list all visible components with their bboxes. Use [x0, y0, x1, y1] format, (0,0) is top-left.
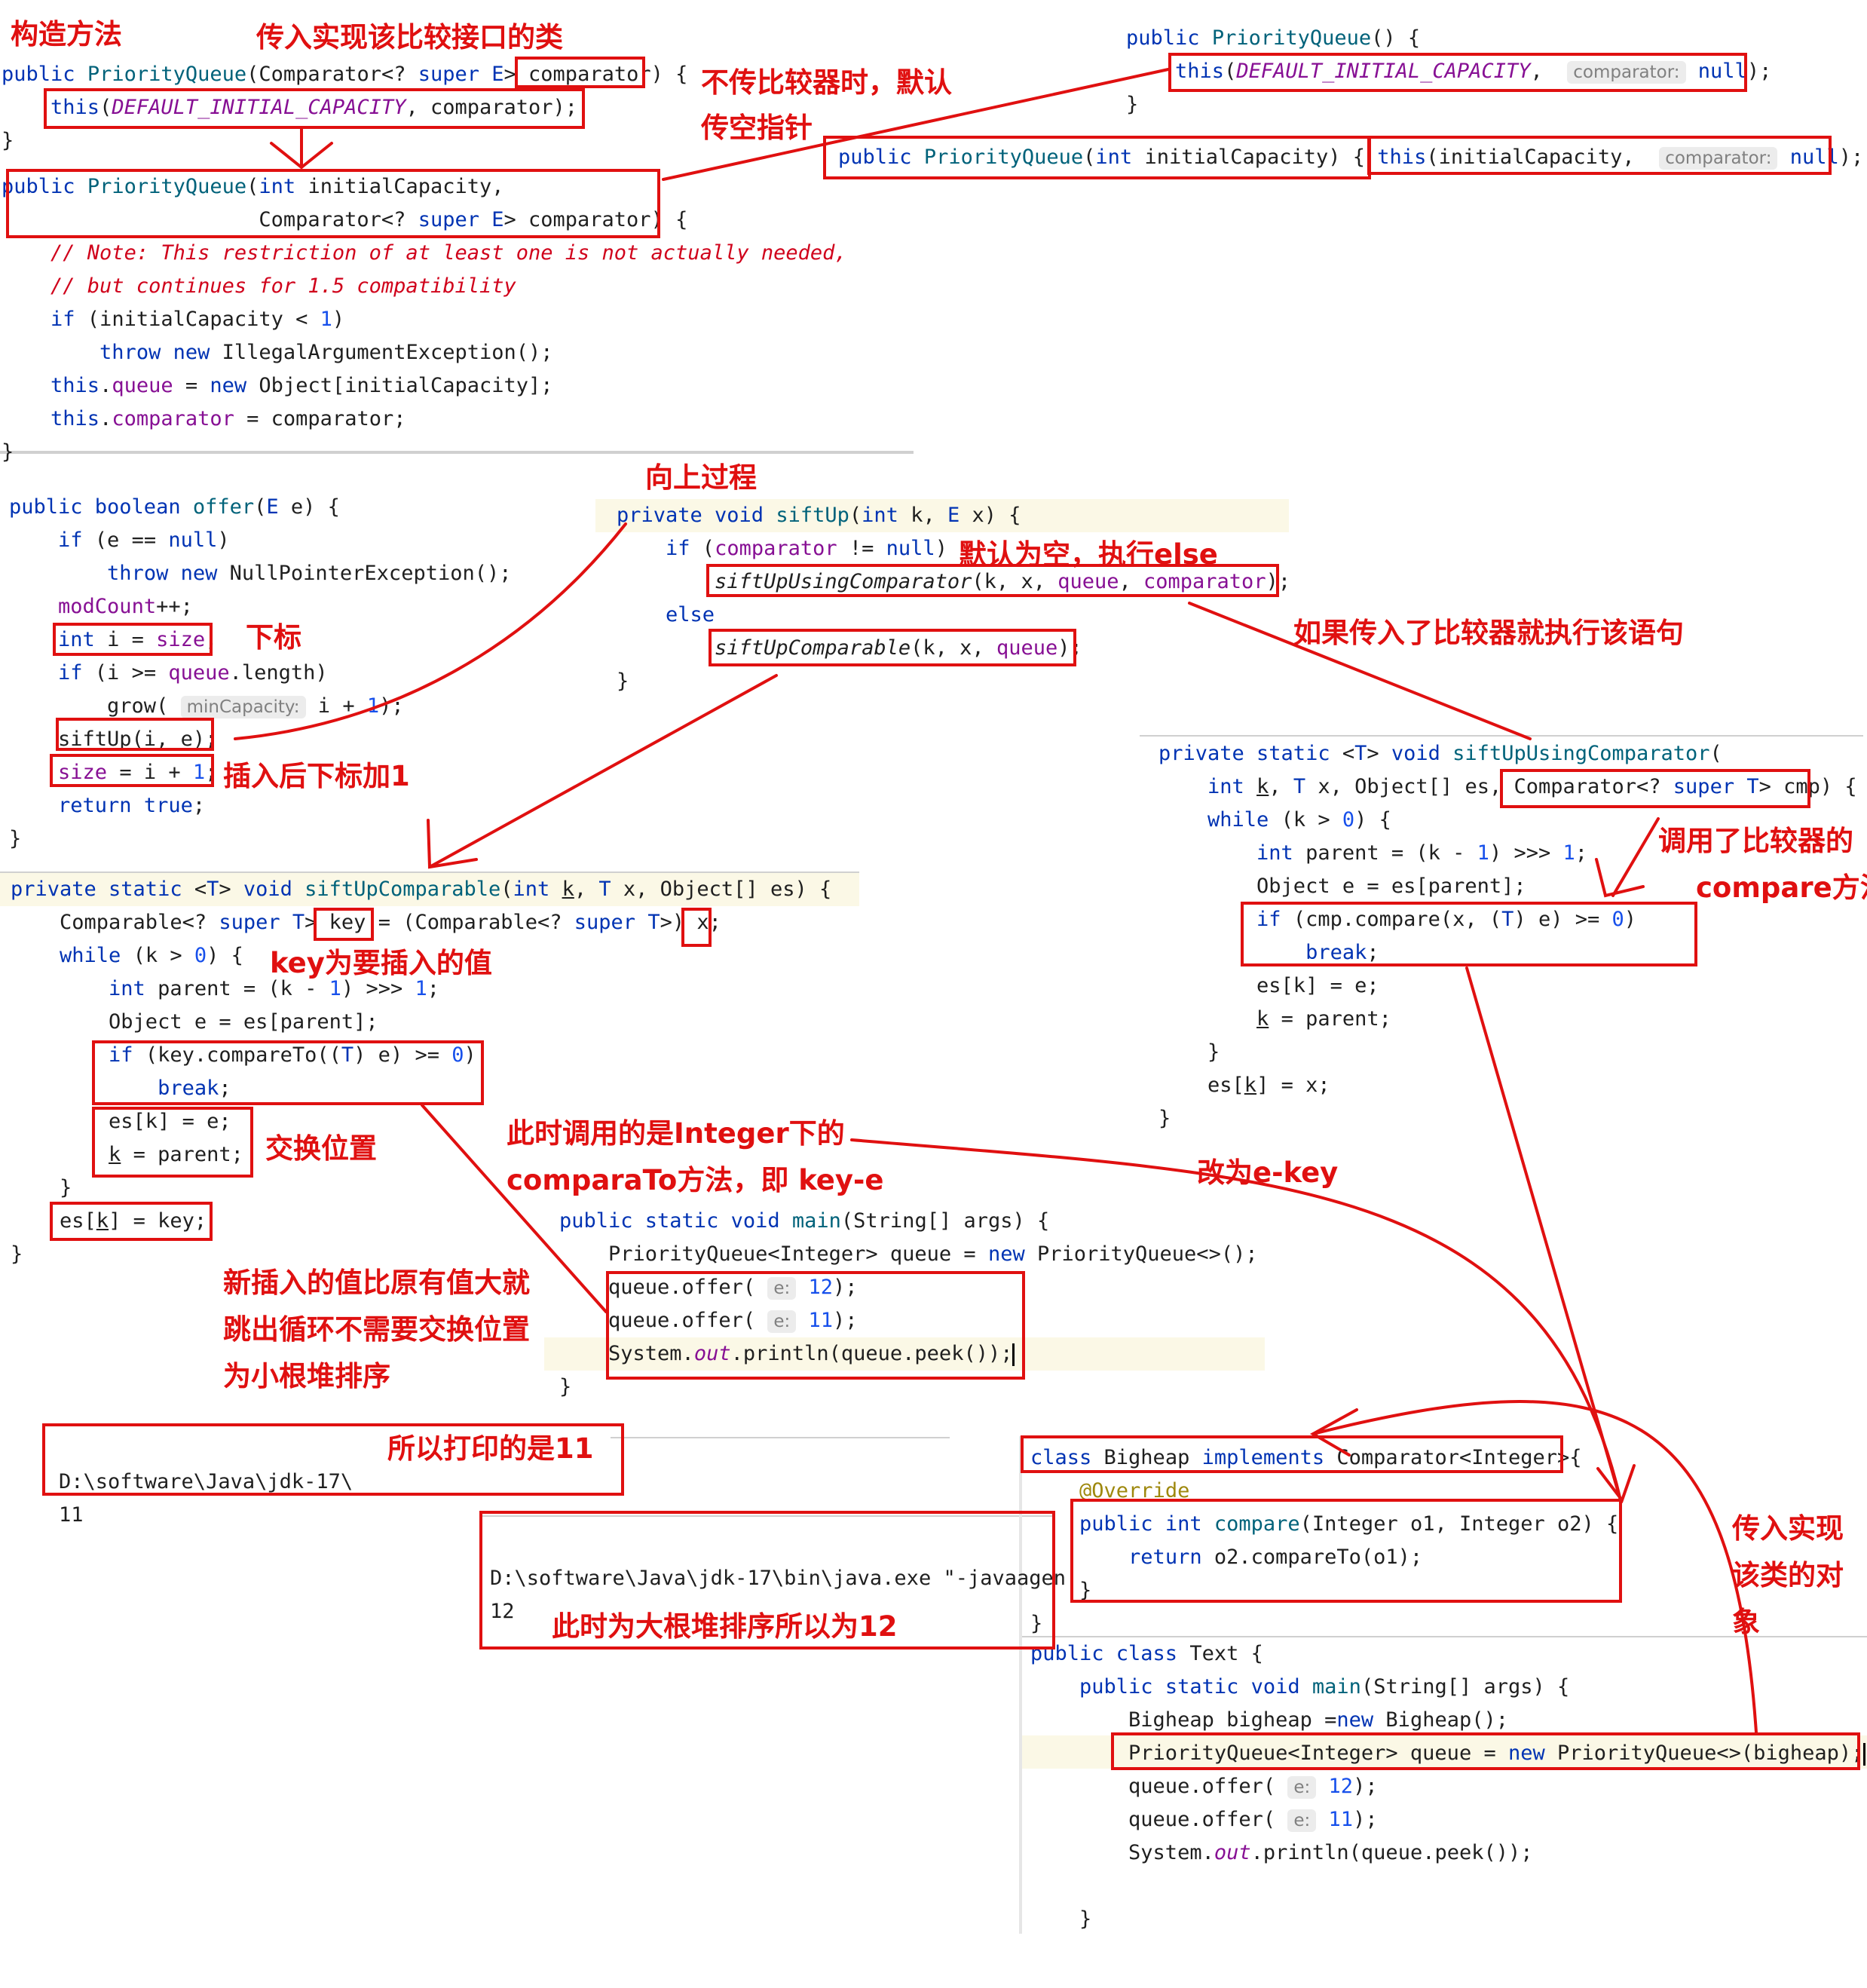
code-constructor-default: public PriorityQueue() { this(DEFAULT_IN… [1126, 26, 1772, 116]
arrow-cmp-to-compare [1465, 966, 1636, 1504]
code-text-main: public class Text { public static void m… [1030, 1637, 1866, 1936]
note-pass-obj-1: 传入实现 [1732, 1512, 1844, 1545]
separator-siftupusingcomparator [1140, 735, 1863, 737]
param-hint: minCapacity: [180, 696, 306, 718]
note-bigger-3: 为小根堆排序 [223, 1360, 390, 1392]
highlight-box-full-constructor [6, 169, 660, 238]
code-siftup-using-comparator: private static <T> void siftUpUsingCompa… [1158, 742, 1857, 1130]
note-upward: 向上过程 [645, 461, 757, 494]
highlight-box-es-key [50, 1202, 213, 1241]
note-index: 下标 [246, 621, 301, 654]
code-siftup: private void siftUp(int k, E x) { if (co… [617, 504, 1291, 693]
arrow-compareto-main [421, 1104, 608, 1313]
code-offer: public boolean offer(E e) { if (e == nul… [9, 495, 512, 850]
console-path: D:\software\Java\jdk-17\bin\java.exe "-j… [490, 1567, 1067, 1590]
highlight-box-main-offers [606, 1271, 1025, 1380]
arrow-to-constructor [270, 127, 333, 170]
note-called-compare-2: compare方法 [1696, 871, 1867, 904]
note-integer-compare-1: 此时调用的是Integer下的 [507, 1117, 845, 1150]
note-key-value: key为要插入的值 [270, 947, 492, 979]
highlight-box-siftup-call [56, 718, 214, 751]
text-caret [1012, 1343, 1015, 1366]
highlight-box-comparator-param [515, 57, 645, 88]
code-constructor-capacity: public PriorityQueue(int initialCapacity… [838, 146, 1864, 170]
highlight-box-capacity-null [1367, 136, 1832, 175]
note-pass-impl-class: 传入实现该比较接口的类 [256, 21, 563, 54]
highlight-box-compareto [92, 1040, 484, 1105]
note-pass-obj-2: 该类的对 [1732, 1559, 1844, 1591]
highlight-box-size-plus [50, 754, 214, 787]
text-caret [1863, 1742, 1866, 1766]
console-output-2: D:\software\Java\jdk-17\bin\java.exe "-j… [490, 1529, 1066, 1628]
param-hint: comparator: [1659, 147, 1778, 170]
separator-bigheap [1021, 1636, 1867, 1637]
separator-console [611, 1437, 950, 1438]
note-swap: 交换位置 [265, 1132, 377, 1165]
highlight-box-int-i [53, 623, 213, 656]
note-bigger-2: 跳出循环不需要交换位置 [223, 1313, 530, 1346]
highlight-box-this-call [44, 88, 585, 129]
highlight-box-new-bigheap [1111, 1732, 1860, 1770]
param-hint: e: [1287, 1776, 1317, 1799]
param-hint: e: [1287, 1809, 1317, 1832]
note-null-default-1: 不传比较器时，默认 [701, 66, 952, 99]
arrow-cmp-compare [1595, 817, 1660, 898]
console-output-1: D:\software\Java\jdk-17\ 11 [59, 1432, 353, 1532]
line-highlight-siftup [595, 499, 1289, 532]
highlight-box-comparable [709, 629, 1076, 666]
console-result: 12 [490, 1600, 515, 1623]
highlight-box-bigheap-impl [1021, 1435, 1563, 1473]
arrow-siftup-call [234, 522, 627, 740]
param-hint: e: [767, 1277, 797, 1300]
code-siftup-comparable: private static <T> void siftUpComparable… [11, 878, 832, 1266]
highlight-box-cmp-param [1500, 769, 1810, 808]
editor-gutter [1019, 1436, 1022, 1934]
note-big-heap-12: 此时为大根堆排序所以为12 [552, 1610, 898, 1643]
highlight-box-default-null [1168, 53, 1747, 92]
note-change-e-key: 改为e-key [1197, 1156, 1339, 1189]
arrow-integer-compare [850, 1138, 1622, 1502]
console-path: D:\software\Java\jdk-17\ [59, 1470, 354, 1493]
highlight-box-console-2 [479, 1511, 1055, 1650]
separator-console2 [482, 1515, 1055, 1517]
line-highlight-siftupcomparable [0, 873, 859, 906]
note-constructor: 构造方法 [11, 18, 122, 51]
param-hint: comparator: [1567, 61, 1686, 84]
highlight-box-using-comparator [706, 564, 1279, 597]
note-if-comparator: 如果传入了比较器就执行该语句 [1293, 617, 1684, 649]
arrow-pass-object [1309, 1400, 1758, 1734]
highlight-box-key [314, 908, 374, 941]
note-plus-one: 插入后下标加1 [223, 760, 410, 792]
arrow-to-using-comparator [1188, 602, 1532, 740]
separator-siftupcomparable [0, 871, 859, 873]
code-constructor-full: public PriorityQueue(int initialCapacity… [2, 175, 847, 464]
note-default-else: 默认为空，执行else [959, 538, 1218, 571]
arrow-default-null [662, 68, 1170, 181]
code-main-default: public static void main(String[] args) {… [559, 1209, 1258, 1398]
code-bigheap-class: class Bigheap implements Comparator<Inte… [1030, 1446, 1619, 1635]
console-result: 11 [59, 1503, 84, 1527]
note-null-default-2: 传空指针 [701, 112, 813, 144]
note-integer-compare-2: comparaTo方法，即 key-e [507, 1164, 884, 1196]
code-constructor-comparator: public PriorityQueue(Comparator<? super … [2, 63, 688, 152]
line-highlight-main2 [1021, 1735, 1867, 1769]
highlight-box-console-1 [42, 1423, 624, 1496]
param-hint: e: [767, 1310, 797, 1333]
arrow-to-comparable [427, 674, 778, 869]
highlight-box-compare-method [1070, 1499, 1622, 1603]
separator-top [0, 451, 914, 454]
highlight-box-cmp-compare [1241, 902, 1697, 966]
note-print-11: 所以打印的是11 [387, 1432, 594, 1465]
highlight-box-x [681, 908, 712, 947]
note-bigger-1: 新插入的值比原有值大就 [223, 1267, 530, 1299]
note-called-compare-1: 调用了比较器的 [1658, 825, 1853, 857]
highlight-box-swap [92, 1107, 253, 1178]
line-highlight-main1 [544, 1337, 1265, 1371]
